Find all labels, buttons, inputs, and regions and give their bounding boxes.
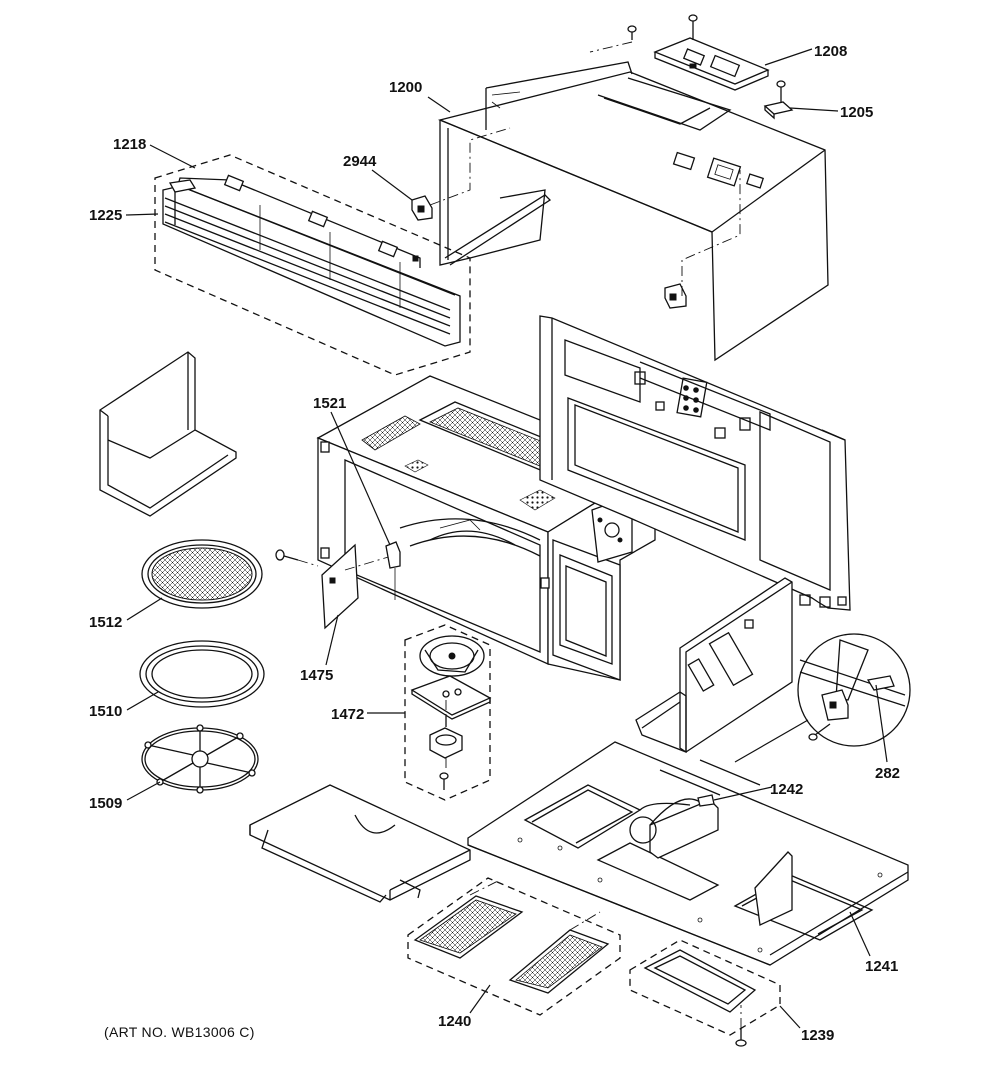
callout-1225: 1225 bbox=[89, 207, 122, 224]
grease-filters-part bbox=[407, 877, 621, 1016]
lamp-cover-part bbox=[629, 939, 781, 1047]
callout-1242: 1242 bbox=[770, 781, 803, 798]
callout-1240: 1240 bbox=[438, 1013, 471, 1030]
callout-2944: 2944 bbox=[343, 153, 377, 170]
thermal-fuse-detail bbox=[734, 633, 911, 763]
callout-1472: 1472 bbox=[331, 706, 364, 723]
callout-282: 282 bbox=[875, 765, 900, 782]
callout-1475: 1475 bbox=[300, 667, 333, 684]
vent-grille-part bbox=[154, 154, 471, 376]
clip-part-1205 bbox=[763, 101, 794, 115]
callout-leader-lines bbox=[125, 48, 888, 1029]
callout-1218: 1218 bbox=[113, 136, 146, 153]
outer-case-part bbox=[411, 61, 829, 362]
bracket-part-1208 bbox=[589, 14, 786, 102]
callout-1239: 1239 bbox=[801, 1027, 834, 1044]
roller-ring-part bbox=[139, 640, 265, 708]
callout-1205: 1205 bbox=[840, 104, 873, 121]
glass-tray-part bbox=[141, 539, 263, 609]
base-plate-part bbox=[467, 741, 909, 966]
duct-bracket-part bbox=[99, 351, 237, 517]
roller-support-part bbox=[141, 724, 259, 794]
callout-1208: 1208 bbox=[814, 43, 847, 60]
callout-1241: 1241 bbox=[865, 958, 898, 975]
waveguide-cover-part bbox=[321, 543, 396, 630]
clip-part-1218 bbox=[168, 179, 197, 193]
callout-1200: 1200 bbox=[389, 79, 422, 96]
back-panel-part bbox=[539, 315, 851, 611]
bottom-shield-part bbox=[249, 784, 471, 903]
side-panel-part bbox=[635, 577, 793, 753]
stirrer-cover-part bbox=[385, 541, 401, 600]
turntable-motor-assembly bbox=[404, 624, 492, 801]
callout-1510: 1510 bbox=[89, 703, 122, 720]
clip-part-1205-edge bbox=[764, 106, 775, 120]
callout-1512: 1512 bbox=[89, 614, 122, 631]
callout-1509: 1509 bbox=[89, 795, 122, 812]
screw-part bbox=[275, 549, 319, 567]
art-number-label: (ART NO. WB13006 C) bbox=[104, 1024, 255, 1040]
callout-1521: 1521 bbox=[313, 395, 346, 412]
